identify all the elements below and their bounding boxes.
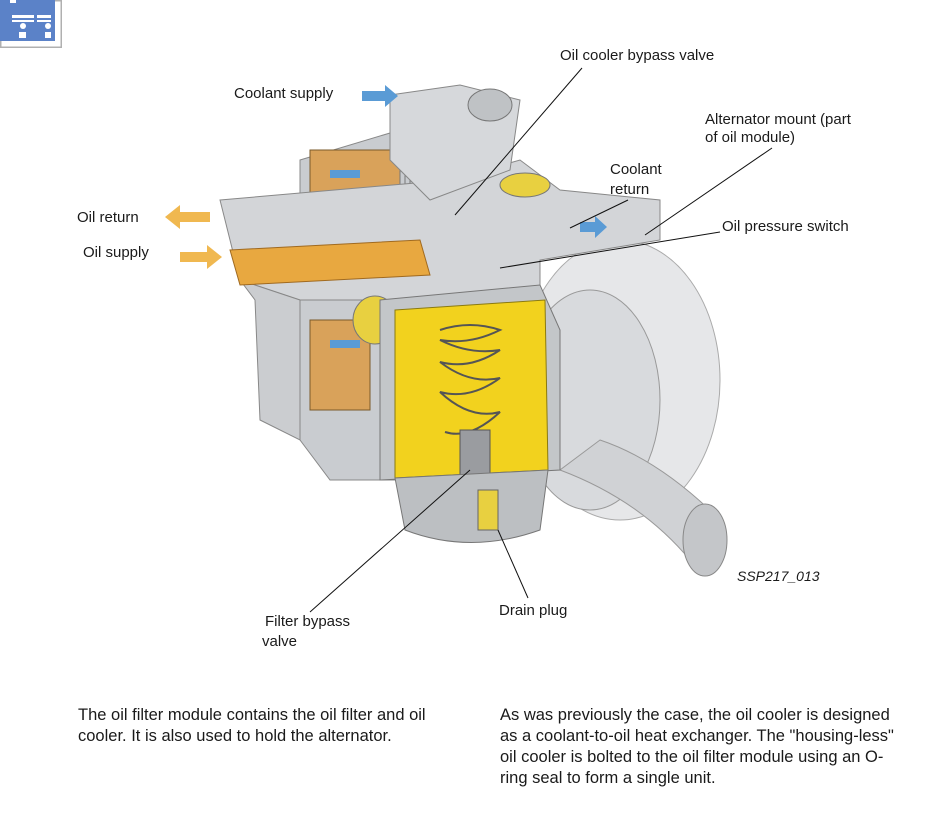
oil-return-arrow-icon (165, 205, 210, 229)
label-oil-pressure-switch: Oil pressure switch (722, 218, 849, 235)
alternator-image (519, 239, 728, 577)
section-logo-icon (0, 0, 62, 48)
left-paragraph: The oil filter module contains the oil f… (78, 706, 426, 745)
leader-lines (309, 67, 773, 613)
oil-supply-arrow-icon (180, 245, 222, 269)
label-alternator-mount-line1: Alternator mount (part (705, 111, 851, 128)
label-oil-supply: Oil supply (83, 244, 149, 261)
right-paragraph: As was previously the case, the oil cool… (500, 706, 894, 787)
label-alternator-mount-line2: of oil module) (705, 129, 796, 146)
label-filter-bypass-valve-line1: Filter bypass (265, 613, 351, 630)
oil-filter-module-image (219, 84, 661, 543)
label-drain-plug: Drain plug (499, 602, 568, 619)
label-oil-cooler-bypass-valve: Oil cooler bypass valve (560, 47, 715, 64)
figure-id: SSP217_013 (737, 568, 820, 584)
label-oil-return: Oil return (77, 209, 139, 226)
label-coolant-return-line2: return (610, 181, 650, 198)
label-coolant-supply: Coolant supply (234, 85, 334, 102)
label-filter-bypass-valve-line2: valve (262, 633, 298, 650)
coolant-supply-arrow-icon (362, 85, 398, 107)
coolant-return-arrow-icon (580, 216, 607, 238)
label-coolant-return-line1: Coolant (610, 161, 662, 178)
